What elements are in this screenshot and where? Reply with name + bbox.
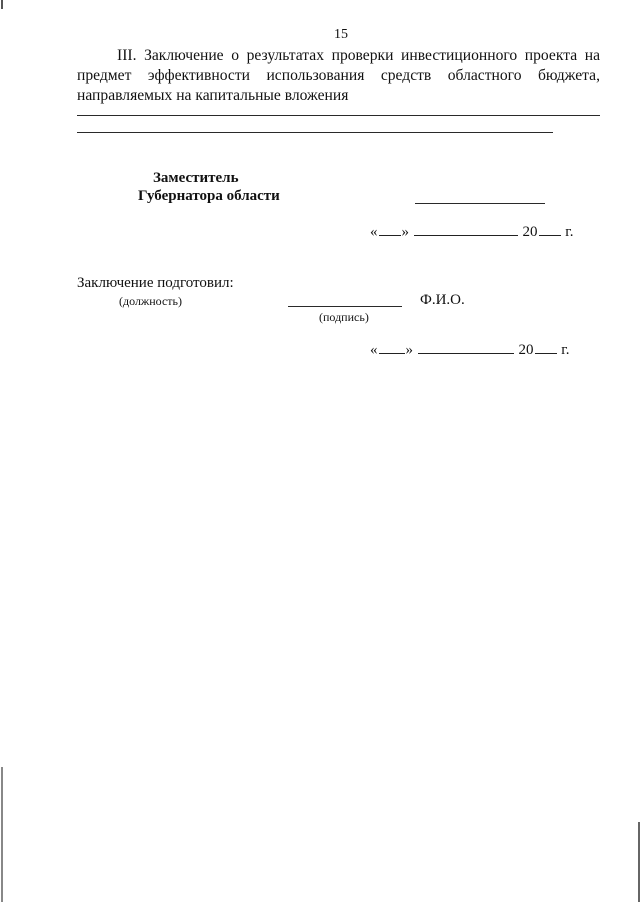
open-quote: « <box>370 224 378 240</box>
scan-edge-mark-bottom-right <box>638 822 640 902</box>
scan-edge-mark-bottom-left <box>1 767 3 902</box>
preparer-date-row: « » 20 г. <box>370 342 569 359</box>
signature-caption: (подпись) <box>319 310 369 324</box>
signatory-signature-line[interactable] <box>415 203 545 204</box>
signatory-month-field[interactable] <box>413 234 518 236</box>
signatory-title-line-2: Губернатора области <box>138 188 280 204</box>
preparer-signature-line[interactable] <box>288 306 402 307</box>
position-caption: (должность) <box>119 294 182 308</box>
preparer-day-field[interactable] <box>378 352 405 354</box>
section-heading-line-1: III. Заключение о результатах проверки и… <box>117 47 600 64</box>
close-quote: » <box>405 342 414 358</box>
signatory-year-field[interactable] <box>538 234 561 236</box>
section-heading-line-3: направляемых на капитальные вложения <box>77 87 349 104</box>
open-quote: « <box>370 342 378 358</box>
conclusion-blank-line-2[interactable] <box>77 132 553 133</box>
signatory-day-field[interactable] <box>378 234 401 236</box>
conclusion-blank-line-1[interactable] <box>77 115 600 116</box>
year-suffix: г. <box>561 342 570 358</box>
year-suffix: г. <box>565 224 574 240</box>
preparer-month-field[interactable] <box>417 352 514 354</box>
close-quote: » <box>401 224 410 240</box>
signatory-title-line-1: Заместитель <box>153 170 239 186</box>
signatory-date-row: « » 20 г. <box>370 224 573 241</box>
preparer-year-field[interactable] <box>534 352 557 354</box>
year-prefix: 20 <box>522 224 538 240</box>
name-caption: Ф.И.О. <box>420 292 465 308</box>
year-prefix: 20 <box>518 342 534 358</box>
prepared-by-label: Заключение подготовил: <box>77 275 234 291</box>
section-heading: III. Заключение о результатах проверки и… <box>77 46 600 106</box>
section-heading-line-2: предмет эффективности использования сред… <box>77 67 600 84</box>
page-number: 15 <box>334 27 348 42</box>
scan-edge-mark-top-left <box>1 0 3 9</box>
